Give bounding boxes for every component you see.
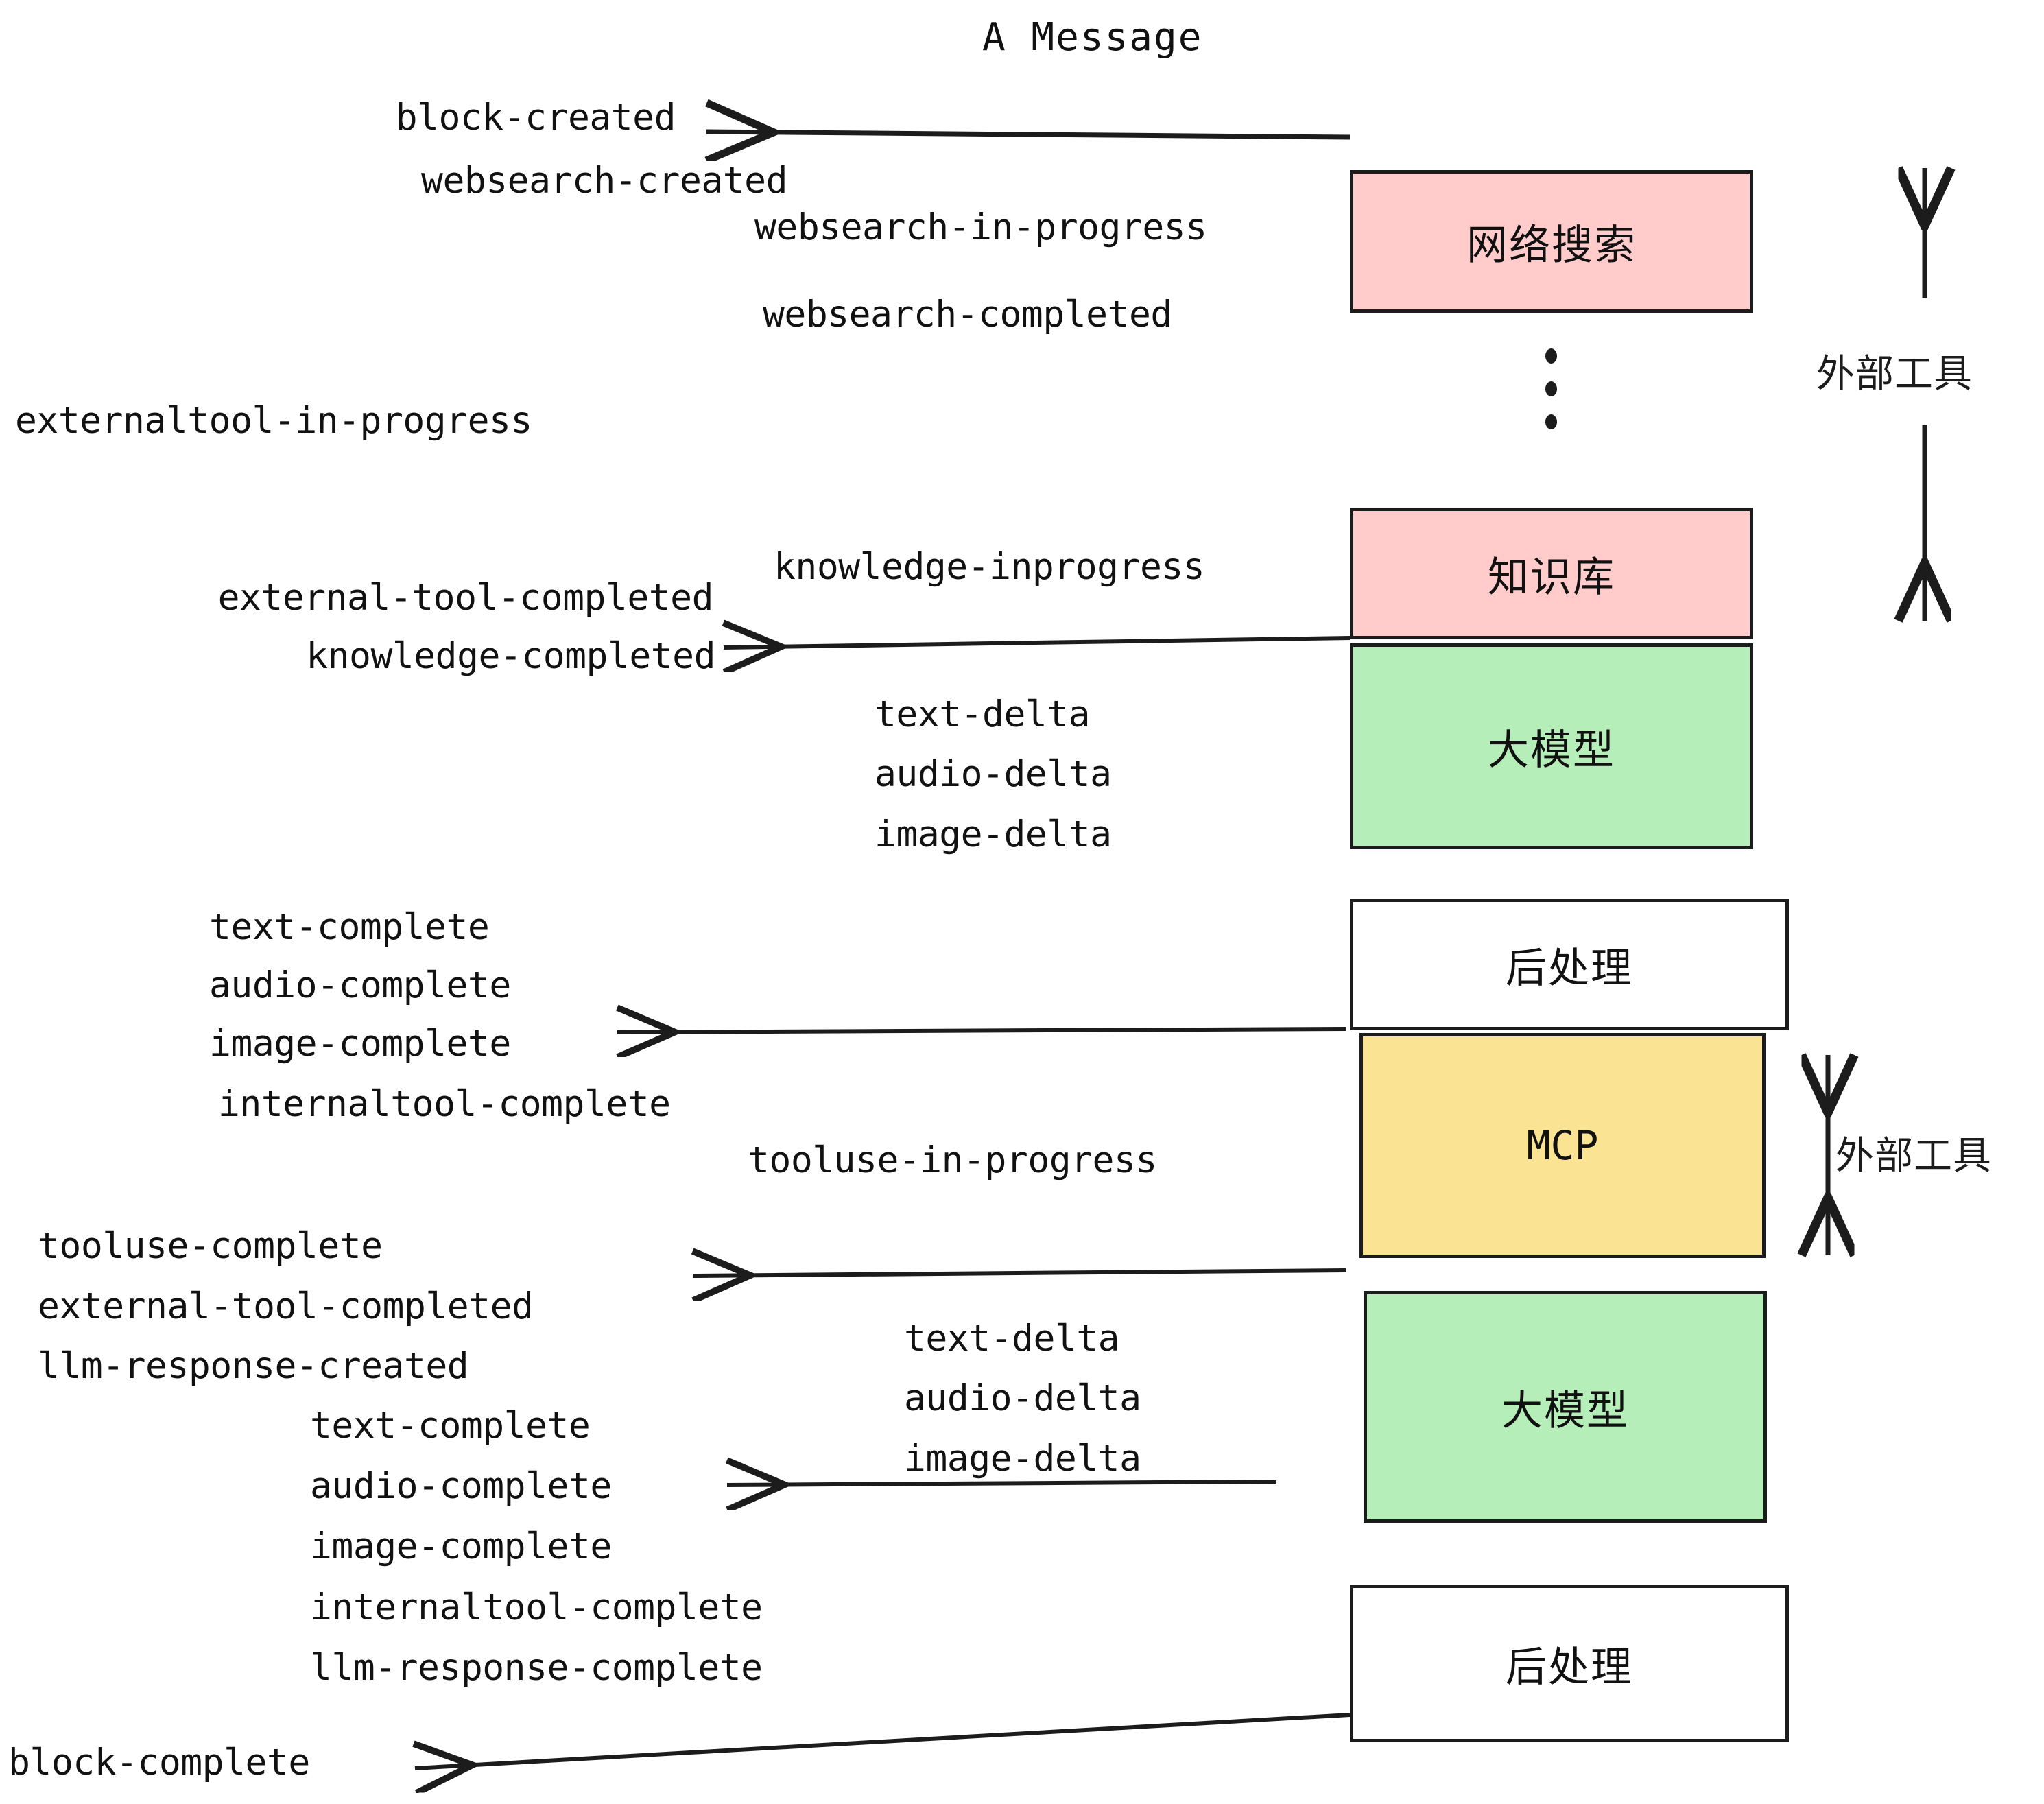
ellipsis-dots	[1545, 340, 1557, 438]
event-internaltool-complete-2: internaltool-complete	[310, 1587, 763, 1628]
node-postprocess-1-label: 后处理	[1506, 944, 1633, 993]
arrow-websearch-created	[706, 132, 1351, 137]
side-label-external-tool-upper: 外部工具	[1816, 352, 1973, 396]
node-postprocess-1[interactable]: 后处理	[1350, 899, 1789, 1030]
event-block-complete: block-complete	[8, 1742, 310, 1783]
event-llm-response-created: llm-response-created	[38, 1345, 469, 1387]
node-knowledge[interactable]: 知识库	[1350, 508, 1753, 639]
node-mcp[interactable]: MCP	[1359, 1033, 1766, 1258]
node-llm-1-label: 大模型	[1488, 726, 1615, 774]
event-audio-complete-1: audio-complete	[209, 964, 511, 1006]
diagram-title: A Message	[982, 15, 1203, 60]
arrow-audio-complete	[727, 1482, 1276, 1485]
event-tooluse-in-progress: tooluse-in-progress	[748, 1139, 1157, 1181]
node-websearch-label: 网络搜索	[1466, 221, 1637, 270]
node-mcp-label: MCP	[1526, 1122, 1599, 1169]
node-websearch[interactable]: 网络搜索	[1350, 170, 1753, 313]
event-block-created: block-created	[395, 97, 676, 139]
node-knowledge-label: 知识库	[1488, 553, 1615, 602]
arrow-image-complete	[617, 1029, 1346, 1032]
event-image-complete-1: image-complete	[209, 1023, 511, 1065]
event-externaltool-in-progress: externaltool-in-progress	[15, 400, 532, 442]
event-websearch-completed: websearch-completed	[763, 294, 1172, 335]
event-text-delta-1: text-delta	[875, 693, 1091, 735]
event-text-complete-2: text-complete	[310, 1405, 591, 1447]
node-postprocess-2[interactable]: 后处理	[1350, 1585, 1789, 1742]
event-image-delta-1: image-delta	[875, 814, 1112, 855]
event-audio-complete-2: audio-complete	[310, 1465, 612, 1507]
event-external-tool-completed-1: external-tool-completed	[217, 577, 714, 619]
arrow-knowledge-completed	[724, 638, 1351, 648]
node-llm-2-label: 大模型	[1501, 1386, 1629, 1435]
event-audio-delta-1: audio-delta	[875, 753, 1112, 795]
ellipsis-dot	[1545, 348, 1557, 364]
side-label-external-tool-lower: 外部工具	[1835, 1134, 1992, 1178]
event-tooluse-complete: tooluse-complete	[38, 1225, 383, 1267]
event-audio-delta-2: audio-delta	[904, 1377, 1141, 1419]
node-llm-2[interactable]: 大模型	[1364, 1291, 1767, 1523]
arrow-block-complete	[415, 1713, 1351, 1768]
node-postprocess-2-label: 后处理	[1506, 1643, 1633, 1692]
event-llm-response-complete: llm-response-complete	[310, 1647, 763, 1689]
event-websearch-created: websearch-created	[421, 160, 787, 202]
event-external-tool-completed-2: external-tool-completed	[38, 1285, 534, 1327]
event-knowledge-completed: knowledge-completed	[306, 635, 715, 677]
arrow-tooluse-complete	[693, 1270, 1346, 1276]
ellipsis-dot	[1545, 381, 1557, 396]
event-internaltool-complete-1: internaltool-complete	[218, 1083, 671, 1125]
event-image-delta-2: image-delta	[904, 1438, 1141, 1480]
node-llm-1[interactable]: 大模型	[1350, 643, 1753, 849]
event-websearch-in-progress: websearch-in-progress	[754, 206, 1207, 248]
event-knowledge-inprogress: knowledge-inprogress	[774, 546, 1205, 588]
event-text-delta-2: text-delta	[904, 1318, 1120, 1360]
ellipsis-dot	[1545, 414, 1557, 429]
event-image-complete-2: image-complete	[310, 1526, 612, 1567]
event-text-complete-1: text-complete	[209, 906, 490, 948]
